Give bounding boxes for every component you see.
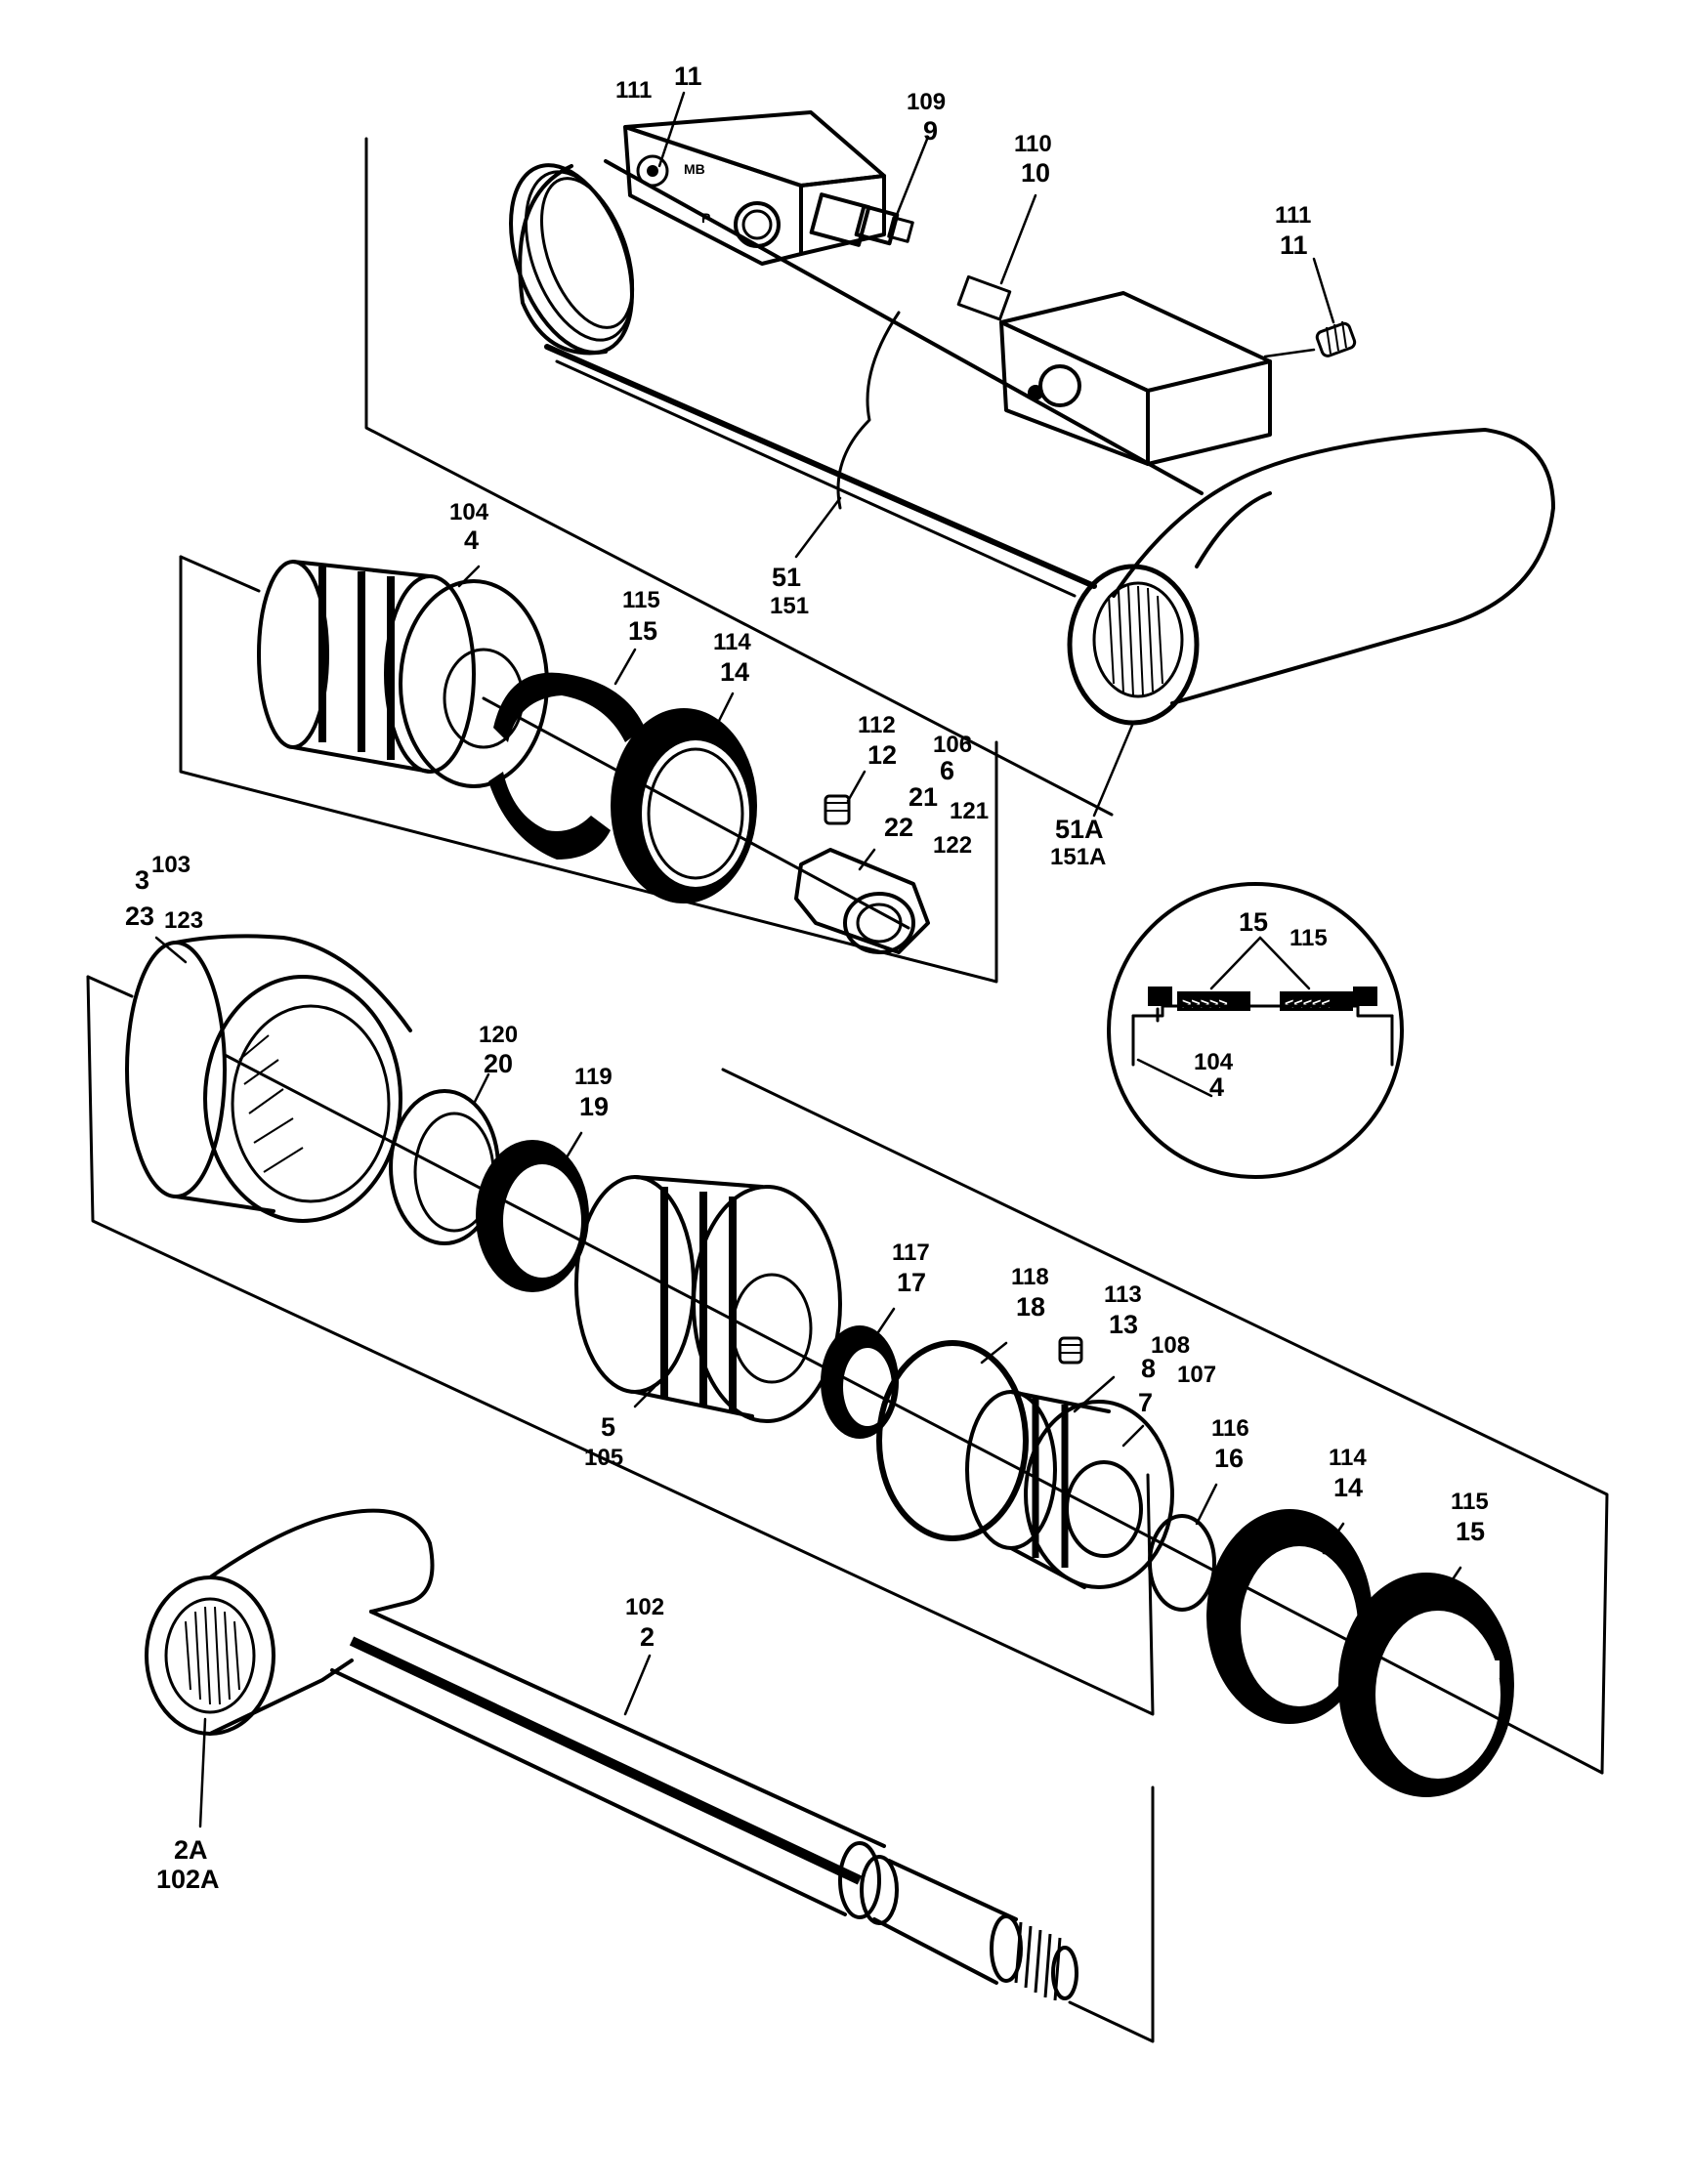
seal-detail-callout: >>>>> <<<<< (1107, 882, 1404, 1179)
label-121: 121 (950, 798, 989, 824)
panel-piston-head (179, 555, 998, 984)
label-109: 109 (907, 89, 946, 115)
label-106: 106 (933, 732, 972, 758)
label-15-lower: 15 (1456, 1517, 1485, 1546)
label-9: 9 (923, 116, 938, 146)
label-120: 120 (479, 1022, 518, 1048)
set-screw-12 (824, 794, 851, 825)
leader-lines-panel3 (154, 936, 1462, 1599)
panel-border-2 (179, 555, 998, 984)
label-118: 118 (1011, 1264, 1049, 1290)
label-4-detail: 4 (1209, 1072, 1224, 1102)
panel-piston-assembly (86, 934, 1609, 1797)
label-15-upper: 15 (628, 616, 657, 646)
label-2A: 2A (174, 1835, 208, 1865)
label-4: 4 (464, 525, 479, 555)
label-12: 12 (867, 740, 897, 770)
label-51A: 51A (1055, 815, 1104, 844)
label-111-top-left: 111 (615, 77, 652, 104)
label-104-detail: 104 (1194, 1049, 1234, 1075)
label-22: 22 (884, 813, 913, 842)
label-115-upper: 115 (622, 587, 660, 613)
label-119: 119 (574, 1064, 613, 1090)
label-116: 116 (1211, 1415, 1249, 1442)
label-7: 7 (1138, 1388, 1153, 1417)
relief-valve-cartridge (809, 192, 914, 247)
label-151: 151 (770, 593, 809, 619)
label-11-top-right: 11 (1280, 231, 1308, 260)
label-11-top-left: 11 (674, 62, 702, 91)
label-113: 113 (1104, 1281, 1142, 1308)
part-number-labels: 111 11 109 9 110 10 111 11 104 4 51 151 … (125, 62, 1489, 1894)
label-18: 18 (1016, 1292, 1045, 1322)
label-114-lower: 114 (1329, 1445, 1367, 1471)
label-102A: 102A (156, 1865, 220, 1894)
port-p-label: P (701, 210, 710, 226)
valve-block-right (956, 274, 1272, 466)
label-104: 104 (449, 499, 489, 525)
seal-ring-15-lower (1338, 1573, 1514, 1797)
label-122: 122 (933, 832, 972, 859)
label-102: 102 (625, 1594, 664, 1620)
label-112: 112 (858, 712, 896, 738)
panel-border-1 (364, 137, 1114, 817)
label-117: 117 (892, 1239, 930, 1266)
label-6: 6 (940, 756, 954, 785)
label-14-upper: 14 (720, 657, 749, 687)
seal-ring-15 (488, 672, 645, 860)
piston-body-part (574, 1175, 842, 1423)
label-151A: 151A (1050, 844, 1106, 870)
label-3: 3 (135, 865, 149, 895)
valve-block-left: MB P (623, 110, 886, 266)
label-103: 103 (151, 852, 190, 878)
label-115-detail: 115 (1289, 925, 1328, 951)
port-mb-label: MB (684, 161, 705, 177)
panel-cylinder-barrel: MB P (364, 91, 1555, 818)
gland-head-part (257, 560, 549, 788)
label-108: 108 (1151, 1332, 1190, 1359)
label-21: 21 (909, 782, 938, 812)
label-8: 8 (1141, 1354, 1156, 1383)
panel-piston-rod (145, 1508, 1155, 2043)
plug-screw-right (1315, 320, 1357, 357)
label-111-top-right: 111 (1275, 202, 1311, 229)
centerline-panel2 (482, 696, 910, 930)
seal-ring-14-lower (1206, 1509, 1373, 1724)
label-23: 23 (125, 902, 154, 931)
label-123: 123 (164, 907, 203, 934)
cylinder-barrel-part (509, 159, 1555, 726)
piston-nut-part (965, 1390, 1174, 1589)
label-115-lower: 115 (1451, 1489, 1489, 1515)
end-collar-part (125, 934, 412, 1223)
leader-lines-panel2 (457, 565, 876, 871)
leader-lines-panel4 (198, 1654, 652, 1828)
label-16: 16 (1214, 1444, 1244, 1473)
label-14-lower: 14 (1333, 1473, 1363, 1502)
label-20: 20 (484, 1049, 513, 1078)
centerline-panel3 (223, 1053, 1604, 1775)
label-2: 2 (640, 1622, 655, 1652)
set-screw-13 (1058, 1336, 1083, 1365)
label-13: 13 (1109, 1310, 1138, 1339)
panel-border-3-right (721, 1068, 1609, 1775)
label-110: 110 (1014, 131, 1052, 157)
label-5: 5 (601, 1412, 615, 1442)
panel-border-3 (86, 975, 1155, 1716)
panel-border-4 (1068, 1785, 1155, 2043)
leader-lines-panel1 (657, 91, 1335, 818)
label-17: 17 (897, 1268, 926, 1297)
backup-ring-18 (876, 1340, 1029, 1541)
label-10: 10 (1021, 158, 1050, 188)
seal-ring-17 (821, 1325, 899, 1439)
label-105: 105 (584, 1445, 623, 1471)
piston-rod-part (145, 1508, 1078, 2001)
label-51: 51 (772, 563, 801, 592)
label-19: 19 (579, 1092, 609, 1121)
o-ring-16 (1148, 1514, 1216, 1612)
label-107: 107 (1177, 1362, 1216, 1388)
label-114-upper: 114 (713, 629, 751, 655)
label-15-detail: 15 (1239, 907, 1268, 937)
